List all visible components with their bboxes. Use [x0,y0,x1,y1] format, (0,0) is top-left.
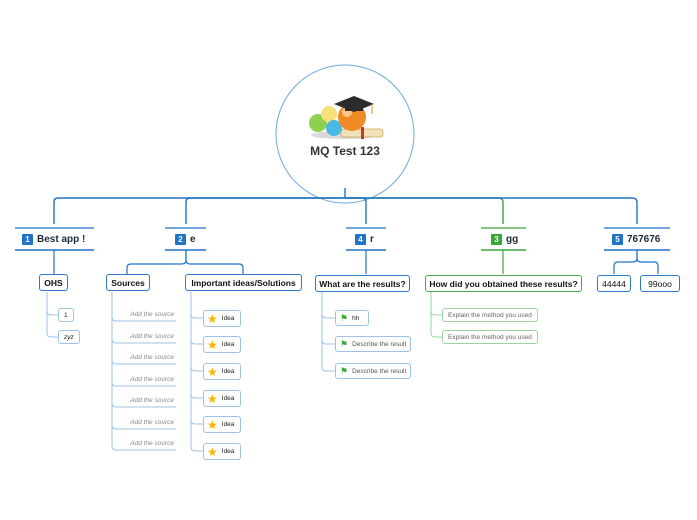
idea-item[interactable]: ★Idea [203,336,241,353]
branch-2-number: 2 [175,233,186,245]
graduation-cap-icon [309,96,384,139]
branch-1-label: Best app ! [37,233,86,245]
star-icon: ★ [207,337,218,352]
results-question-node[interactable]: What are the results? [315,275,410,292]
star-icon: ★ [207,364,218,379]
method-item[interactable]: Explain the method you used [442,308,538,322]
source-item[interactable]: Add the source [130,419,174,426]
source-item[interactable]: Add the source [130,354,174,361]
child-node-44444[interactable]: 44444 [597,275,631,292]
root-title[interactable]: MQ Test 123 [310,144,380,158]
flag-icon: ⚑ [340,365,349,376]
ohs-node[interactable]: OHS [39,274,68,291]
branch-4-number: 4 [355,233,366,245]
methods-question-node[interactable]: How did you obtained these results? [425,275,582,292]
ideas-node[interactable]: Important ideas/Solutions [185,274,302,291]
idea-item[interactable]: ★Idea [203,416,241,433]
branch-2-label: e [190,233,196,245]
source-item[interactable]: Add the source [130,440,174,447]
child-node-99ooo[interactable]: 99ooo [640,275,680,292]
idea-item[interactable]: ★Idea [203,390,241,407]
branch-4[interactable]: 4 r [355,228,374,250]
idea-label: Idea [221,368,235,375]
flag-icon: ⚑ [340,338,349,349]
idea-item[interactable]: ★Idea [203,363,241,380]
branch-3-label: gg [506,233,519,245]
result-item[interactable]: ⚑hh [335,310,369,326]
branch-2[interactable]: 2 e [175,228,196,250]
source-item[interactable]: Add the source [130,397,174,404]
flag-icon: ⚑ [340,312,349,323]
idea-label: Idea [221,421,235,428]
source-item[interactable]: Add the source [130,376,174,383]
idea-label: Idea [221,395,235,402]
star-icon: ★ [207,391,218,406]
branch-3-number: 3 [491,233,502,245]
result-label: Describe the result [352,340,407,348]
idea-label: Idea [221,341,235,348]
star-icon: ★ [207,444,218,459]
leaf-node[interactable]: zyz [58,330,80,344]
leaf-node[interactable]: 1 [58,308,74,322]
result-label: Describe the result [352,367,407,375]
star-icon: ★ [207,311,218,326]
result-item[interactable]: ⚑Describe the result [335,336,412,352]
branch-1[interactable]: 1 Best app ! [22,228,85,250]
idea-label: Idea [221,448,235,455]
sources-node[interactable]: Sources [106,274,150,291]
idea-label: Idea [221,315,235,322]
source-item[interactable]: Add the source [130,333,174,340]
method-item[interactable]: Explain the method you used [442,330,538,344]
branch-4-label: r [370,233,374,245]
branch-1-number: 1 [22,233,33,245]
idea-item[interactable]: ★Idea [203,443,241,460]
idea-item[interactable]: ★Idea [203,310,241,327]
star-icon: ★ [207,417,218,432]
source-item[interactable]: Add the source [130,311,174,318]
branch-5-number: 5 [612,233,623,245]
branch-5[interactable]: 5 767676 [612,228,660,250]
result-label: hh [352,314,360,322]
branch-5-label: 767676 [627,233,661,245]
branch-3[interactable]: 3 gg [491,228,518,250]
result-item[interactable]: ⚑Describe the result [335,363,412,379]
